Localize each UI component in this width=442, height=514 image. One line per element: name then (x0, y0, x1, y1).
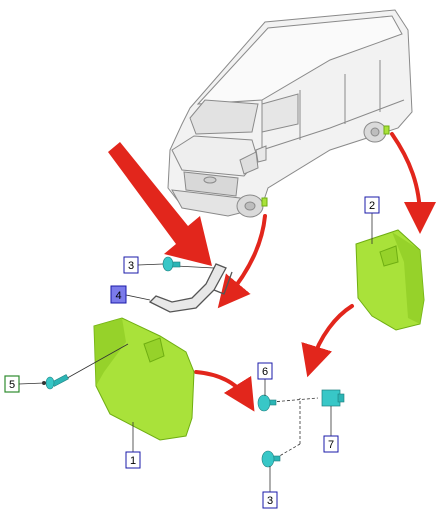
bolt-six (257, 394, 319, 412)
van-headlight (239, 151, 259, 175)
callout-2[interactable]: 2 (364, 196, 380, 214)
van-front-wheel-hub (244, 201, 256, 211)
van-rear-wheel-hub (370, 127, 380, 137)
bracket-arm (148, 263, 227, 313)
bracket-flange (213, 271, 233, 295)
van-badge (203, 176, 217, 184)
callout-5[interactable]: 5 (4, 375, 20, 393)
van-front-mudflap-marker (261, 197, 268, 207)
callout-2-label: 2 (369, 200, 375, 212)
bolt-upper (162, 256, 215, 272)
flow-arrow-rear (390, 132, 436, 234)
bolt-upper-leader (175, 265, 215, 269)
callout-3-lower[interactable]: 3 (262, 491, 278, 509)
callout-1-box (125, 451, 141, 469)
callout-4-box (110, 285, 127, 304)
van-side-window (261, 93, 299, 133)
callout-5-dot (42, 381, 46, 385)
bolt-lower-head (261, 450, 275, 468)
front-mud-flap (93, 317, 195, 441)
callout-7[interactable]: 7 (323, 435, 339, 453)
callout-3-lower-label: 3 (267, 495, 273, 507)
bolt-upper-head (162, 256, 174, 272)
clip-nut-body (321, 389, 341, 407)
bolt-six-head (257, 394, 271, 412)
push-pin-shank (51, 374, 69, 387)
callout-3-upper-label: 3 (128, 260, 134, 272)
push-pin-head (45, 376, 55, 390)
callout-1[interactable]: 1 (125, 451, 141, 469)
callout-3-upper-leader (137, 263, 164, 266)
bracket (148, 263, 233, 313)
flow-arrow-front (217, 214, 267, 309)
callout-7-box (323, 435, 339, 453)
callout-3-upper[interactable]: 3 (123, 256, 139, 274)
bracket-leader (125, 294, 151, 301)
callout-4[interactable]: 4 (110, 285, 127, 304)
callout-7-label: 7 (328, 439, 334, 451)
van-illustration (167, 9, 413, 218)
van-grille (183, 171, 239, 197)
callout-4-label: 4 (115, 290, 121, 302)
flow-arrow-rear-to-clip (301, 304, 354, 378)
callout-5-leader (18, 382, 45, 385)
callout-2-box (364, 196, 380, 214)
clip-nut (321, 389, 345, 407)
rear-mud-flap-shade (392, 232, 424, 324)
flow-arrow-front-to-fasteners (194, 370, 255, 412)
van-mirror (255, 145, 267, 163)
bolt-six-leader (271, 397, 319, 403)
callout-6-label: 6 (262, 366, 268, 378)
callout-5-label: 5 (9, 379, 15, 391)
pointer-arrow (108, 142, 212, 266)
rear-mud-flap (355, 229, 425, 331)
callout-1-label: 1 (130, 455, 136, 467)
push-pin (45, 343, 129, 390)
callout-6[interactable]: 6 (257, 362, 273, 380)
push-pin-leader (61, 343, 129, 382)
callout-3-lower-box (262, 491, 278, 509)
front-mud-flap-tab (143, 337, 165, 363)
bolt-lower (261, 443, 301, 468)
clip-nut-tab (337, 393, 345, 403)
front-mud-flap-shade (94, 318, 126, 386)
callout-6-box (257, 362, 273, 380)
rear-mud-flap-tab (379, 245, 399, 267)
van-rear-mudflap-marker (383, 125, 390, 135)
van-windshield (189, 99, 259, 135)
